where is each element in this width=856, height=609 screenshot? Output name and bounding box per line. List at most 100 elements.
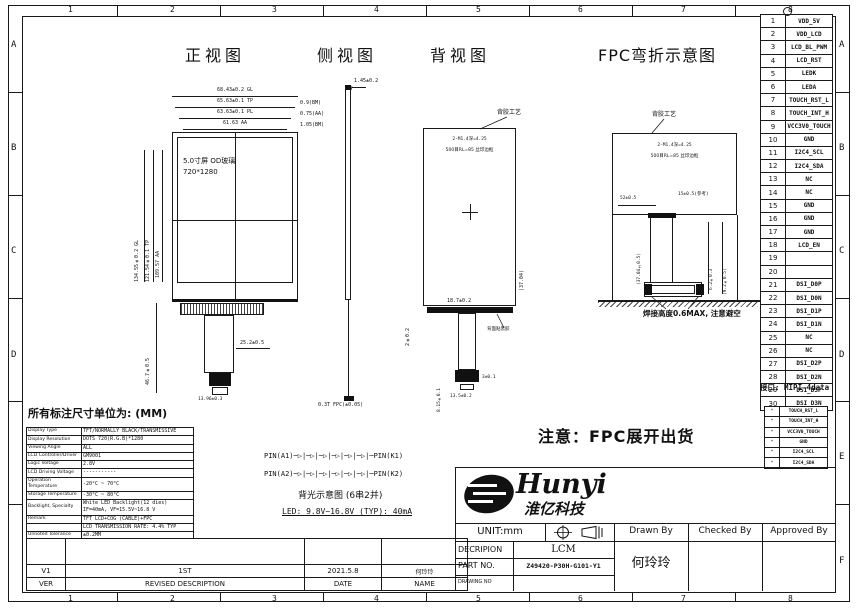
frame-col-2: 2	[170, 5, 175, 14]
line	[455, 523, 836, 524]
front-dim-r3: 1.05(BM)	[300, 122, 325, 128]
frame-col-2: 2	[170, 594, 175, 603]
led-pin-a1: PIN(A1)	[264, 452, 294, 460]
frame-tick	[426, 5, 427, 16]
line	[612, 215, 613, 300]
frame-tick	[8, 92, 22, 93]
frame-row-E: E	[839, 452, 845, 462]
back-conn-dim2: 3±0.1	[482, 375, 496, 380]
line	[153, 150, 154, 282]
frame-col-3: 3	[272, 594, 277, 603]
fpc-ship-note: 注意：FPC展开出货	[538, 427, 695, 446]
line	[672, 218, 673, 282]
back-leader-label: 背胶工艺	[497, 109, 522, 116]
front-connector-hatch	[180, 303, 264, 315]
side-view-title: 侧视图	[317, 46, 378, 65]
line	[172, 220, 298, 221]
front-dim-r1: 0.9(BM)	[300, 100, 322, 106]
frame-col-6: 6	[578, 594, 583, 603]
line	[737, 215, 738, 300]
fpc-panel-outline	[612, 133, 737, 215]
frame-row-D: D	[11, 350, 17, 360]
frame-tick	[735, 5, 736, 16]
line	[235, 132, 236, 300]
touch-pin-table: *TOUCH_RST_L*TOUCH_INT_H*VCC3V0_TOUCH*GN…	[764, 405, 828, 469]
line	[470, 204, 471, 220]
front-connector	[209, 373, 231, 386]
frame-tick	[529, 593, 530, 602]
front-view-title: 正视图	[185, 46, 246, 65]
frame-tick	[8, 504, 22, 505]
frame-tick	[529, 5, 530, 16]
led-pin-k2: PIN(K2)	[373, 470, 404, 478]
pin-interface-note: 接口: MIPI-4data	[760, 383, 830, 392]
line	[236, 348, 270, 349]
line	[172, 96, 298, 97]
frame-col-7: 7	[681, 594, 686, 603]
drawn-by-header: Drawn By	[629, 526, 673, 536]
pin-table-top-circle	[783, 7, 792, 16]
frame-tick	[117, 593, 118, 602]
outer-frame	[8, 5, 850, 602]
revision-row	[26, 538, 468, 565]
frame-tick	[426, 593, 427, 602]
fpc-connector-inner	[651, 285, 695, 294]
frame-col-8: 8	[788, 5, 793, 14]
back-conn-dim: 13.5±0.2	[450, 394, 472, 399]
line	[455, 467, 836, 468]
brand-name: Hunyi	[516, 469, 607, 500]
frame-tick	[8, 298, 22, 299]
description-value: LCM	[551, 544, 576, 555]
front-active-area	[177, 137, 293, 283]
fpc-fold-bar	[648, 213, 676, 218]
frame-row-F: F	[839, 556, 845, 566]
fpc-conn-block-l	[644, 284, 652, 295]
company-logo	[462, 471, 520, 523]
led-caption: 背光示意图 (6串2并)	[298, 491, 383, 501]
line	[688, 523, 689, 591]
front-dim-tp: 65.63±0.1 TP	[216, 98, 254, 104]
back-tape-label: 背面贴黑胶	[487, 327, 510, 332]
led-diodes-2: ─▷|─▷|─▷|─▷|─▷|─▷|─	[293, 470, 374, 478]
front-bottom-bar	[172, 299, 298, 302]
projection-symbol-icon	[552, 525, 610, 544]
fpc-leader-label: 背胶工艺	[652, 111, 677, 118]
front-dim-r2: 0.75(AA)	[300, 111, 325, 117]
fpc-solder-note: 焊接高度0.6MAX, 注意避空	[643, 309, 741, 318]
back-outline	[423, 128, 516, 306]
front-dim-pl: 63.63±0.1 PL	[216, 109, 254, 115]
frame-row-B: B	[839, 143, 845, 153]
fpc-view-title: FPC弯折示意图	[598, 46, 717, 65]
frame-col-3: 3	[272, 5, 277, 14]
line	[618, 205, 656, 206]
line	[455, 558, 614, 559]
part-no-label: PART NO.	[458, 561, 495, 570]
front-dim-aa: 61.63 AA	[222, 120, 248, 126]
front-bottom-dim: 13.96±0.3	[198, 397, 223, 402]
line	[545, 523, 546, 541]
back-connector	[455, 370, 479, 382]
line	[162, 150, 163, 282]
led-diodes-1: ─▷|─▷|─▷|─▷|─▷|─▷|─	[293, 452, 374, 460]
side-top-cap	[345, 85, 351, 90]
fpc-ground-hatch	[598, 302, 758, 307]
frame-tick	[632, 5, 633, 16]
front-fpc-tail	[204, 315, 234, 373]
spec-row: LCD Driving Voltage-----------	[26, 468, 194, 478]
frame-col-5: 5	[476, 5, 481, 14]
frame-col-6: 6	[578, 5, 583, 14]
